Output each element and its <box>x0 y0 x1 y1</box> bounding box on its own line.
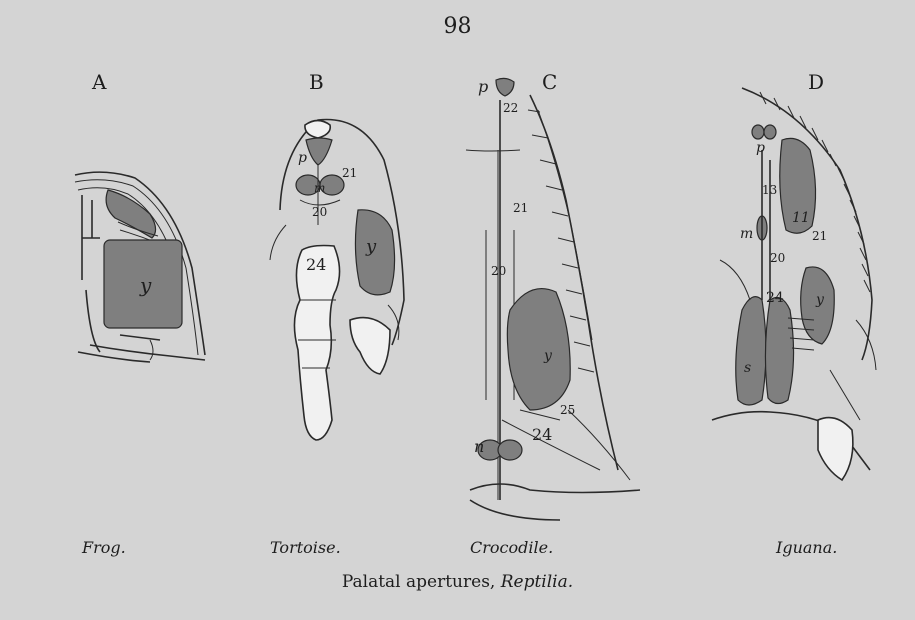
figure-title-taxon: Reptilia. <box>501 572 573 592</box>
label-b-y: y <box>365 236 377 257</box>
figure-title-prefix: Palatal apertures, <box>342 572 501 592</box>
label-d-11: 11 <box>792 210 810 226</box>
label-d-m: m <box>740 226 753 242</box>
label-d-24: 24 <box>766 290 784 306</box>
label-c-20: 20 <box>491 264 506 278</box>
label-b-p: p <box>298 150 307 166</box>
crocodile-skull-drawing <box>466 78 640 520</box>
caption-crocodile: Crocodile. <box>470 538 553 557</box>
label-a-y: y <box>139 273 152 297</box>
iguana-skull-drawing <box>712 88 876 480</box>
label-c-22: 22 <box>503 101 518 115</box>
figure-title: Palatal apertures, Reptilia. <box>0 572 915 592</box>
label-d-s: s <box>744 360 751 376</box>
label-c-24: 24 <box>532 425 552 444</box>
label-d-y: y <box>815 292 825 308</box>
label-b-m: m <box>314 181 325 195</box>
label-c-25: 25 <box>560 403 575 417</box>
label-b-21: 21 <box>342 166 357 180</box>
label-d-21: 21 <box>812 229 827 243</box>
label-c-p: p <box>478 77 488 96</box>
label-d-13: 13 <box>762 183 777 197</box>
label-d-20: 20 <box>770 251 785 265</box>
label-c-y: y <box>543 348 553 364</box>
caption-iguana: Iguana. <box>776 538 837 557</box>
label-b-20: 20 <box>312 205 327 219</box>
label-b-24: 24 <box>306 255 326 274</box>
caption-tortoise: Tortoise. <box>270 538 341 557</box>
label-d-p: p <box>756 140 765 156</box>
frog-labels: y <box>139 273 152 297</box>
label-c-n: n <box>474 437 484 456</box>
frog-skull-drawing <box>75 172 205 362</box>
label-c-21: 21 <box>513 201 528 215</box>
caption-frog: Frog. <box>82 538 126 557</box>
tortoise-skull-drawing <box>270 120 404 441</box>
